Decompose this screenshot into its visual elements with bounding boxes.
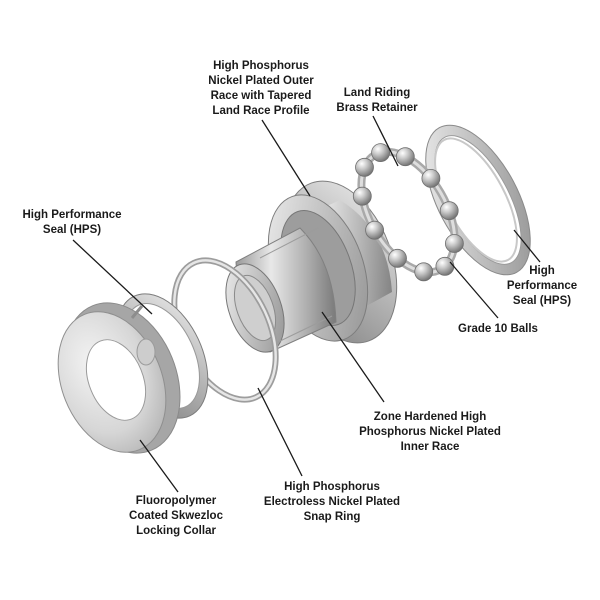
locking-collar xyxy=(57,302,181,454)
leader-seal-left xyxy=(72,239,153,315)
label-line: Brass Retainer xyxy=(336,102,418,114)
ball xyxy=(388,248,407,268)
leader-collar xyxy=(139,439,179,493)
seal-right-ring xyxy=(425,124,531,276)
label-line: Inner Race xyxy=(400,441,460,453)
leader-retainer xyxy=(372,115,399,167)
label-line: Grade 10 Balls xyxy=(458,323,538,335)
ball xyxy=(439,201,459,221)
label-line: Land Riding xyxy=(343,87,411,99)
leader-inner-race xyxy=(321,311,385,403)
ball xyxy=(352,186,372,206)
ball xyxy=(421,168,441,188)
label-line: Electroless Nickel Plated xyxy=(263,496,401,508)
leader-balls xyxy=(449,261,499,319)
label-line: High Phosphorus xyxy=(213,60,309,72)
ball xyxy=(414,262,434,282)
ball xyxy=(444,234,464,253)
label-line: Land Race Profile xyxy=(212,105,310,117)
leader-lines xyxy=(72,115,541,493)
grade-10-balls xyxy=(352,143,464,282)
leader-seal-right xyxy=(513,229,541,263)
ball xyxy=(371,143,391,163)
label-line: Race with Tapered xyxy=(210,90,312,102)
ball xyxy=(365,220,385,240)
label-balls: Grade 10 Balls xyxy=(438,322,558,337)
leader-snap-ring xyxy=(257,387,303,477)
label-line: High Performance xyxy=(22,209,122,221)
ball xyxy=(395,147,415,167)
label-line: Performance xyxy=(506,280,578,292)
ball xyxy=(435,256,455,276)
label-line: Zone Hardened High xyxy=(373,411,487,423)
leader-outer-race xyxy=(261,119,311,197)
label-line: Snap Ring xyxy=(303,511,361,523)
label-line: Fluoropolymer xyxy=(135,495,217,507)
label-line: Locking Collar xyxy=(136,525,216,537)
label-line: High xyxy=(529,265,555,277)
label-line: Seal (HPS) xyxy=(512,295,572,307)
label-line: Seal (HPS) xyxy=(42,224,102,236)
label-line: Phosphorus Nickel Plated xyxy=(359,426,501,438)
label-line: Coated Skwezloc xyxy=(129,510,223,522)
ball xyxy=(355,157,374,177)
label-line: Nickel Plated Outer xyxy=(208,75,314,87)
label-line: High Phosphorus xyxy=(284,481,380,493)
